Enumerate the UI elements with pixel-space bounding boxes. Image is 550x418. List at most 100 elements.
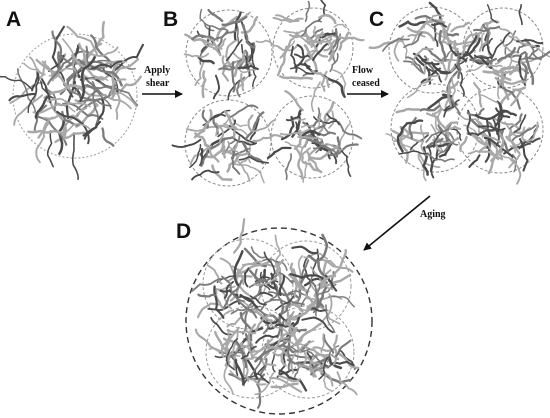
floc-b-1-fiber: [197, 55, 215, 65]
floc-c-2-fiber: [486, 4, 498, 24]
floc-c-1-fiber: [423, 58, 430, 75]
floc-d-4-fiber: [270, 382, 299, 389]
flow-ceased-label-line2: ceased: [352, 78, 380, 89]
floc-c-4-fiber: [498, 132, 505, 161]
floc-d-2-fiber: [291, 245, 319, 255]
floc-d-3-fiber: [278, 348, 288, 375]
floc-b-3-fiber: [222, 142, 238, 155]
floc-b-4-fiber: [284, 90, 304, 112]
floc-b-2-fiber: [312, 42, 329, 61]
floc-c-4-fiber: [479, 93, 499, 104]
floc-c-4-fiber: [520, 126, 526, 144]
floc-c-1-fiber: [411, 26, 426, 44]
floc-d-4-fiber: [320, 333, 325, 353]
floc-d-4-fiber: [301, 316, 334, 334]
floc-c-3-fiber: [433, 131, 443, 148]
floc-b-1-fiber: [240, 72, 245, 92]
floc-d-4-fiber: [323, 373, 332, 392]
floc-d-4-fiber: [294, 322, 322, 345]
floc-d-3-fiber: [234, 358, 245, 386]
floc-c-2-fiber: [485, 64, 503, 68]
floc-d-4-fiber: [334, 339, 352, 358]
floc-b-2-fiber: [301, 20, 322, 37]
floc-b-1-fiber: [201, 70, 207, 99]
floc-outline-b-2: [272, 7, 354, 89]
floc-a-fiber: [54, 131, 86, 144]
panel-letter-a: A: [6, 8, 21, 31]
floc-d-4-fiber: [265, 317, 291, 336]
aging-label: Aging: [420, 209, 446, 220]
floc-b-3-fiber: [239, 164, 265, 184]
floc-d-3-fiber: [220, 326, 240, 358]
floc-a-fiber: [83, 120, 101, 140]
floc-b-1-fiber: [231, 60, 236, 93]
floc-a-fiber: [79, 56, 96, 102]
floc-b-4-fiber: [317, 107, 331, 135]
floc-a-fiber: [110, 60, 119, 100]
floc-b-2-fiber: [332, 69, 347, 95]
floc-d-1-fiber: [259, 271, 271, 291]
floc-c-3-fiber: [443, 99, 460, 112]
floc-d-4-fiber: [283, 320, 302, 354]
floc-c-4-fiber: [526, 121, 539, 143]
floc-d-3-fiber: [194, 328, 221, 353]
floc-d-1-fiber: [260, 299, 282, 311]
floc-d-2-fiber: [253, 278, 278, 287]
floc-a-fiber: [29, 56, 46, 76]
floc-b-1-fiber: [222, 58, 254, 72]
floc-d-3-fiber: [276, 368, 299, 378]
floc-b-3-fiber: [252, 134, 285, 142]
floc-d-4-fiber: [293, 361, 300, 379]
floc-b-1-fiber: [225, 39, 238, 67]
apply-shear-label-line2: shear: [146, 78, 170, 89]
floc-b-3-fiber: [223, 109, 238, 139]
floc-d-2-fiber: [289, 273, 326, 282]
floc-d-1-fiber: [213, 285, 225, 319]
floc-d-2-fiber: [275, 259, 285, 278]
floc-b-2-fiber: [304, 0, 311, 22]
floc-c-3-fiber: [396, 128, 404, 153]
floc-b-4-fiber: [323, 100, 335, 124]
floc-d-1-fiber: [250, 246, 266, 259]
floc-a-fiber: [27, 129, 66, 136]
floc-a-fiber: [90, 34, 113, 67]
floc-c-3-fiber: [418, 153, 441, 169]
floc-b-3-fiber: [247, 114, 254, 132]
floc-b-1-fiber: [241, 43, 250, 70]
floc-a-fiber: [66, 45, 89, 84]
floc-b-3-fiber: [244, 111, 265, 140]
floc-d-3-fiber: [240, 345, 257, 360]
floc-b-4-fiber: [304, 134, 333, 153]
floc-d-2-fiber: [323, 259, 354, 273]
floc-a-fiber: [110, 78, 127, 94]
floc-c-1-fiber: [424, 74, 441, 84]
floc-c-3-fiber: [443, 125, 462, 133]
floc-c-4-fiber: [509, 113, 523, 130]
floc-b-1-fiber: [204, 22, 228, 31]
floc-b-2-fiber: [312, 25, 322, 40]
floc-c-2-fiber: [518, 47, 540, 61]
floc-b-4-fiber: [290, 117, 306, 122]
floc-a-fiber: [53, 50, 90, 76]
floc-c-3-fiber: [450, 128, 462, 141]
floc-d-4-fiber: [336, 371, 358, 396]
floc-d-1-fiber: [214, 285, 236, 291]
floc-c-4-fiber: [513, 114, 527, 133]
floc-c-2-fiber: [518, 4, 523, 26]
floc-d-3-fiber: [270, 377, 303, 393]
floc-d-1-fiber: [239, 311, 253, 342]
floc-d-2-fiber: [328, 295, 356, 308]
floc-b-3-fiber: [171, 138, 202, 149]
floc-d-2-fiber: [285, 312, 302, 340]
floc-d-3-fiber: [254, 373, 270, 384]
floc-a-fiber: [74, 59, 105, 81]
floc-b-4-fiber: [310, 81, 321, 113]
floc-c-4-fiber: [485, 142, 502, 160]
floc-a-fiber: [51, 30, 63, 66]
floc-b-2-fiber: [329, 52, 339, 73]
floc-c-2-fiber: [490, 32, 511, 60]
floc-a-fiber: [78, 42, 92, 69]
floc-a-fiber: [57, 120, 65, 155]
floc-c-1-fiber: [441, 58, 449, 81]
floc-d-4-fiber: [306, 350, 321, 363]
